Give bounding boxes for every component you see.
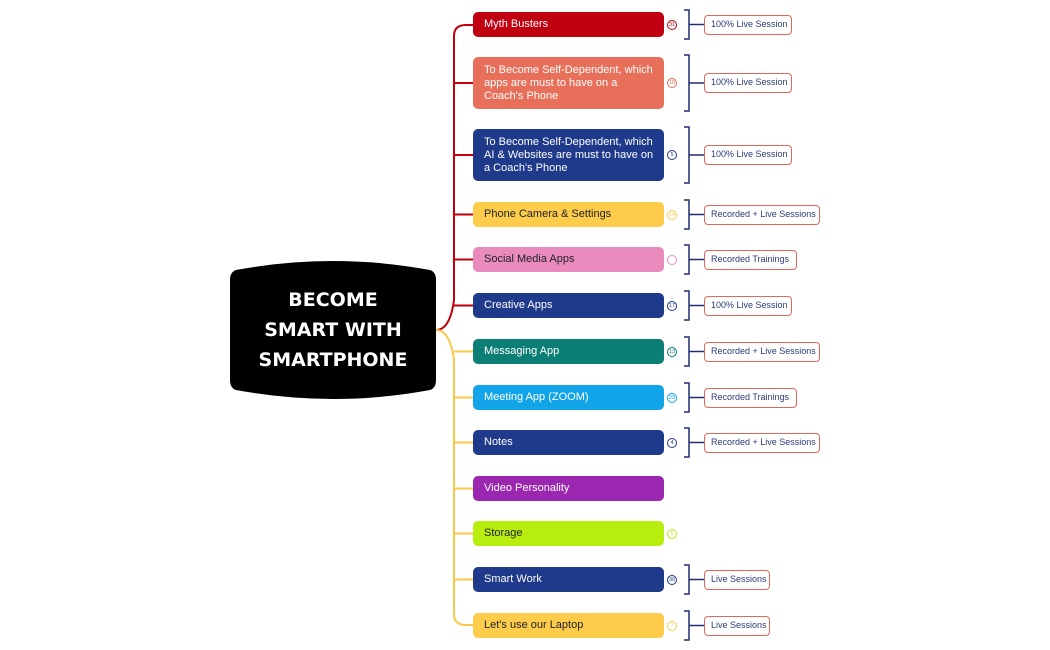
session-type-tag[interactable]: Recorded + Live Sessions xyxy=(704,432,820,453)
upper-branch-line xyxy=(435,24,473,331)
topic-count-badge: 31 xyxy=(667,19,677,30)
topic-count-badge: 17 xyxy=(667,300,677,311)
topic-label: Phone Camera & Settings xyxy=(484,208,612,220)
topic-label: Smart Work xyxy=(484,573,542,585)
topic-count-badge: 5 xyxy=(667,528,677,539)
bracket xyxy=(684,290,690,321)
bracket xyxy=(684,610,690,641)
central-topic-line: SMARTPHONE xyxy=(258,349,408,371)
topic-count-badge: 30 xyxy=(667,574,677,585)
bracket xyxy=(684,564,690,595)
bracket xyxy=(684,126,690,184)
session-type-tag[interactable]: Recorded + Live Sessions xyxy=(704,204,820,225)
topic-node[interactable]: Meeting App (ZOOM) xyxy=(473,385,664,410)
session-type-tag[interactable]: Live Sessions xyxy=(704,569,770,590)
topic-label: Meeting App (ZOOM) xyxy=(484,391,589,403)
central-topic-line: BECOME xyxy=(288,289,378,311)
topic-label: Myth Busters xyxy=(484,18,549,30)
topic-node[interactable]: To Become Self-Dependent, which apps are… xyxy=(473,57,664,109)
bracket xyxy=(684,244,690,275)
session-type-tag[interactable]: Recorded Trainings xyxy=(704,387,797,408)
topic-count-badge: 4 xyxy=(667,437,677,448)
topic-node[interactable]: Let's use our Laptop xyxy=(473,613,664,638)
topic-count-badge: 29 xyxy=(667,392,677,403)
bracket xyxy=(684,199,690,230)
topic-label: Storage xyxy=(484,527,523,539)
topic-node[interactable]: Video Personality xyxy=(473,476,664,501)
topic-label: To Become Self-Dependent, which apps are… xyxy=(484,63,653,102)
central-topic-line: SMART WITH xyxy=(264,319,402,341)
topic-node[interactable]: Smart Work xyxy=(473,567,664,592)
topic-count-badge: 5 xyxy=(667,150,677,160)
lower-branch-line xyxy=(435,329,473,626)
topic-node[interactable]: Messaging App xyxy=(473,339,664,364)
topic-count-badge: 18 xyxy=(667,78,677,88)
topic-count-badge: 13 xyxy=(667,346,677,357)
session-type-tag[interactable]: Live Sessions xyxy=(704,615,770,636)
bracket xyxy=(684,336,690,367)
topic-node[interactable]: Notes xyxy=(473,430,664,455)
topic-label: To Become Self-Dependent, which AI & Web… xyxy=(484,135,654,174)
topic-label: Messaging App xyxy=(484,345,560,357)
topic-node[interactable]: To Become Self-Dependent, which AI & Web… xyxy=(473,129,664,181)
topic-label: Social Media Apps xyxy=(484,253,575,265)
session-type-tag[interactable]: 100% Live Session xyxy=(704,295,792,316)
bracket xyxy=(684,382,690,413)
topic-label: Creative Apps xyxy=(484,299,553,311)
session-type-tag[interactable]: 100% Live Session xyxy=(704,73,792,93)
topic-count-badge: 7 xyxy=(667,620,677,631)
bracket xyxy=(684,54,690,112)
topic-node[interactable]: Myth Busters xyxy=(473,12,664,37)
bracket xyxy=(684,9,690,40)
bracket xyxy=(684,427,690,458)
session-type-tag[interactable]: Recorded + Live Sessions xyxy=(704,341,820,362)
central-topic[interactable]: BECOME SMART WITH SMARTPHONE xyxy=(230,256,436,404)
topic-node[interactable]: Social Media Apps xyxy=(473,247,664,272)
topic-node[interactable]: Storage xyxy=(473,521,664,546)
topic-count-badge: 14 xyxy=(667,209,677,220)
topic-count-badge xyxy=(667,254,677,265)
topic-node[interactable]: Phone Camera & Settings xyxy=(473,202,664,227)
topic-label: Let's use our Laptop xyxy=(484,619,584,631)
topic-label: Video Personality xyxy=(484,482,570,494)
central-topic-shape xyxy=(230,261,436,399)
session-type-tag[interactable]: 100% Live Session xyxy=(704,145,792,165)
topic-node[interactable]: Creative Apps xyxy=(473,293,664,318)
central-topic-title: BECOME SMART WITH SMARTPHONE xyxy=(230,256,436,404)
session-type-tag[interactable]: 100% Live Session xyxy=(704,14,792,35)
topic-label: Notes xyxy=(484,436,513,448)
session-type-tag[interactable]: Recorded Trainings xyxy=(704,249,797,270)
